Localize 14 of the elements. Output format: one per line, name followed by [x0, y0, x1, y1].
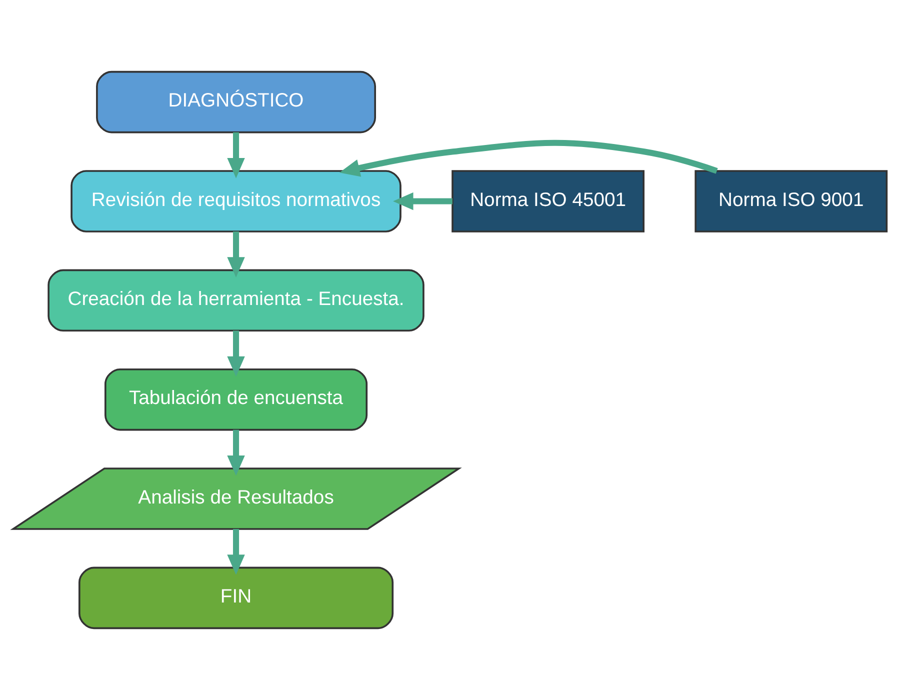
arrow — [339, 140, 718, 177]
node-box: Tabulación de encuensta — [104, 368, 368, 431]
arrow — [227, 430, 245, 476]
arrow — [393, 192, 452, 210]
arrow — [227, 529, 245, 575]
arrow — [227, 132, 245, 178]
node-box: DIAGNÓSTICO — [96, 70, 376, 134]
node-box: Norma ISO 45001 — [452, 170, 644, 232]
arrow — [227, 330, 245, 377]
node-box: Norma ISO 9001 — [694, 170, 888, 232]
arrow — [227, 231, 245, 278]
node-box: FIN — [78, 566, 394, 630]
node-box: Creación de la herramienta - Encuesta. — [48, 269, 424, 332]
node-box: Revisión de requisitos normativos — [70, 170, 402, 232]
